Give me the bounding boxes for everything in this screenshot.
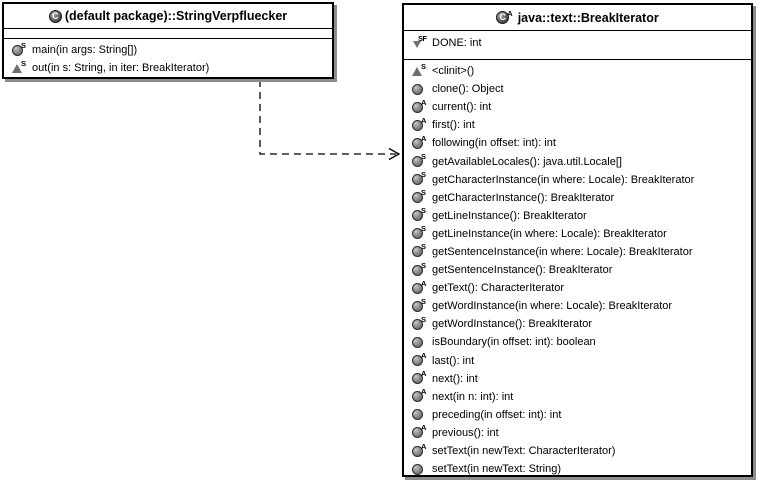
method-label: getLineInstance(in where: Locale): Break… — [432, 227, 667, 240]
class-icon-letter: C — [48, 9, 62, 23]
method-label: setText(in newText: String) — [432, 463, 561, 475]
public-static-method-icon: S — [411, 152, 428, 168]
method-row[interactable]: A getText(): CharacterIterator — [404, 279, 751, 297]
public-static-method-icon: S — [411, 261, 428, 277]
method-label: getText(): CharacterIterator — [432, 282, 565, 295]
static-initializer-triangle-icon: S — [411, 62, 428, 78]
method-row[interactable]: S getSentenceInstance(in where: Locale):… — [404, 242, 751, 261]
method-row[interactable]: A next(in n: int): int — [404, 387, 751, 406]
abstract-method-icon: A — [411, 98, 428, 114]
method-label: getLineInstance(): BreakIterator — [432, 209, 587, 222]
class-icon-letter: C — [496, 11, 510, 24]
abstract-method-icon: A — [411, 369, 428, 385]
method-label: clone(): Object — [432, 83, 504, 96]
class-title: java::text::BreakIterator — [517, 10, 659, 25]
method-row[interactable]: S getCharacterInstance(): BreakIterator — [404, 188, 751, 207]
method-row[interactable]: S getCharacterInstance(in where: Locale)… — [404, 170, 751, 189]
static-method-triangle-icon: S — [11, 59, 28, 75]
attributes-compartment[interactable] — [4, 29, 332, 39]
method-label: first(): int — [432, 119, 475, 132]
class-box-stringverpfluecker[interactable]: C (default package)::StringVerpfluecker … — [2, 2, 334, 79]
attribute-row[interactable]: SF DONE: int — [404, 34, 751, 52]
method-label: next(in n: int): int — [432, 390, 514, 403]
public-static-method-icon: S — [411, 188, 428, 204]
abstract-method-icon: A — [411, 279, 428, 295]
method-row[interactable]: preceding(in offset: int): int — [404, 406, 751, 424]
method-row[interactable]: S out(in s: String, in iter: BreakIterat… — [4, 59, 332, 77]
dependency-dashed-line[interactable] — [259, 80, 396, 155]
method-label: following(in offset: int): int — [432, 137, 556, 150]
method-row[interactable]: S <clinit>() — [404, 62, 751, 80]
class-box-breakiterator[interactable]: C A java::text::BreakIterator SF DONE: i… — [402, 3, 753, 477]
attributes-compartment[interactable]: SF DONE: int — [404, 31, 751, 60]
method-row[interactable]: S main(in args: String[]) — [4, 41, 332, 59]
abstract-method-icon: A — [411, 442, 428, 458]
method-row[interactable]: setText(in newText: String) — [404, 460, 751, 475]
attribute-label: DONE: int — [432, 37, 482, 49]
method-label: out(in s: String, in iter: BreakIterator… — [32, 62, 210, 74]
method-row[interactable]: S getWordInstance(): BreakIterator — [404, 315, 751, 333]
method-label: isBoundary(in offset: int): boolean — [432, 336, 596, 349]
method-label: current(): int — [432, 101, 492, 114]
methods-compartment[interactable]: S main(in args: String[]) S out(in s: St… — [4, 39, 332, 77]
public-static-method-icon: S — [411, 315, 428, 331]
open-arrowhead-icon — [388, 147, 401, 161]
public-method-icon — [411, 336, 428, 349]
class-icon-modifier: A — [507, 8, 513, 18]
class-title: (default package)::StringVerpfluecker — [64, 9, 288, 23]
class-title-bar[interactable]: C (default package)::StringVerpfluecker — [4, 4, 332, 29]
method-label: <clinit>() — [432, 65, 475, 78]
public-static-method-icon: S — [411, 170, 428, 186]
method-label: getWordInstance(): BreakIterator — [432, 318, 592, 331]
public-static-method-icon: S — [411, 206, 428, 222]
method-row[interactable]: isBoundary(in offset: int): boolean — [404, 333, 751, 351]
method-row[interactable]: S getSentenceInstance(): BreakIterator — [404, 261, 751, 279]
abstract-method-icon: A — [411, 351, 428, 367]
abstract-method-icon: A — [411, 116, 428, 132]
abstract-class-icon: C A — [496, 8, 513, 24]
class-title-bar[interactable]: C A java::text::BreakIterator — [404, 5, 751, 31]
method-label: getCharacterInstance(in where: Locale): … — [432, 173, 695, 186]
abstract-method-icon: A — [411, 387, 428, 403]
public-method-icon — [411, 463, 428, 475]
method-row[interactable]: S getAvailableLocales(): java.util.Local… — [404, 152, 751, 170]
public-method-icon — [411, 83, 428, 96]
public-method-icon — [411, 408, 428, 421]
method-label: previous(): int — [432, 426, 499, 439]
method-label: next(): int — [432, 372, 478, 385]
method-label: preceding(in offset: int): int — [432, 408, 562, 421]
method-label: last(): int — [432, 354, 475, 367]
abstract-method-icon: A — [411, 423, 428, 439]
method-row[interactable]: S getWordInstance(in where: Locale): Bre… — [404, 297, 751, 315]
method-row[interactable]: A first(): int — [404, 116, 751, 134]
method-label: getCharacterInstance(): BreakIterator — [432, 191, 615, 204]
method-row[interactable]: A last(): int — [404, 351, 751, 370]
method-label: getSentenceInstance(): BreakIterator — [432, 264, 613, 277]
public-static-method-icon: S — [11, 41, 28, 57]
methods-compartment[interactable]: S <clinit>() clone(): Object A current()… — [404, 60, 751, 475]
static-final-field-icon: SF — [411, 34, 428, 50]
method-label: getSentenceInstance(in where: Locale): B… — [432, 245, 693, 258]
method-row[interactable]: clone(): Object — [404, 80, 751, 98]
public-static-method-icon: S — [411, 242, 428, 258]
method-row[interactable]: A previous(): int — [404, 423, 751, 442]
class-icon: C — [48, 9, 62, 23]
method-row[interactable]: A following(in offset: int): int — [404, 134, 751, 152]
method-row[interactable]: A setText(in newText: CharacterIterator) — [404, 442, 751, 460]
method-row[interactable]: S getLineInstance(in where: Locale): Bre… — [404, 224, 751, 243]
method-row[interactable]: S getLineInstance(): BreakIterator — [404, 206, 751, 225]
method-row[interactable]: A current(): int — [404, 98, 751, 116]
method-label: setText(in newText: CharacterIterator) — [432, 445, 616, 458]
public-static-method-icon: S — [411, 297, 428, 313]
public-static-method-icon: S — [411, 224, 428, 240]
method-label: main(in args: String[]) — [32, 44, 138, 56]
method-row[interactable]: A next(): int — [404, 369, 751, 388]
method-label: getAvailableLocales(): java.util.Locale[… — [432, 155, 622, 168]
abstract-method-icon: A — [411, 134, 428, 150]
method-label: getWordInstance(in where: Locale): Break… — [432, 300, 673, 313]
